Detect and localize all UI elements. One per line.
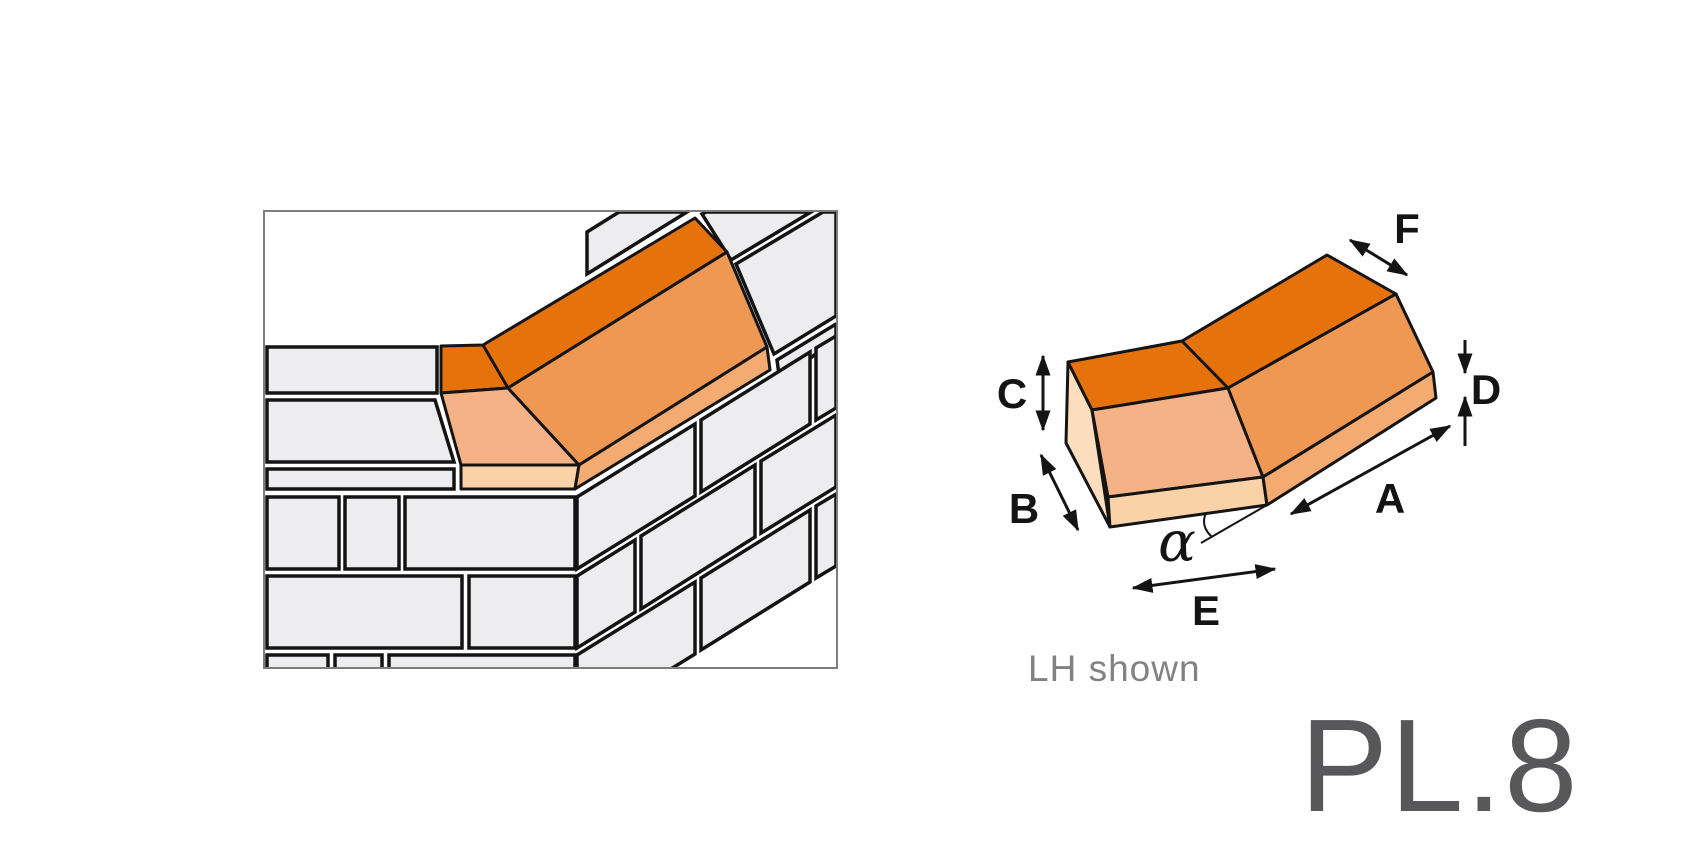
grey-brick [759, 412, 836, 537]
dimension-annotations: C B F A E D α [997, 205, 1501, 634]
diagram-svg: C B F A E D α [997, 205, 1501, 634]
dimension-arrow-e [1131, 564, 1277, 593]
left-wall-face [265, 345, 577, 667]
dimension-arrow-b [1039, 453, 1080, 532]
grey-brick [575, 536, 637, 652]
grey-brick [265, 653, 330, 667]
variant-note: LH shown [1028, 648, 1201, 689]
grey-brick [699, 506, 812, 654]
grey-brick [814, 491, 836, 582]
dim-label-a: A [1375, 475, 1405, 522]
dim-label-e: E [1192, 587, 1220, 634]
wall-corner-illustration [263, 210, 838, 669]
grey-plinth-slope-band [265, 398, 457, 464]
dim-label-alpha: α [1158, 510, 1196, 575]
grey-brick [467, 574, 577, 650]
grey-brick [343, 495, 401, 571]
grey-brick [575, 578, 697, 667]
dim-label-c: C [997, 370, 1027, 417]
grey-brick [403, 495, 577, 571]
right-wall-face [575, 212, 836, 667]
grey-brick [639, 461, 757, 613]
dimension-arrow-a [1289, 424, 1452, 516]
plinth-fold-line [481, 344, 510, 389]
wall-svg [265, 212, 836, 667]
dim-label-f: F [1394, 205, 1420, 252]
grey-plinth-slope-band [733, 212, 836, 357]
plinth-return-brick [439, 216, 772, 491]
grey-brick [814, 333, 836, 424]
grey-brick [265, 495, 341, 571]
plinth-base-right [573, 345, 772, 491]
dim-label-d: D [1471, 366, 1501, 413]
grey-brick [333, 653, 384, 667]
dimension-arrow-f [1348, 238, 1409, 277]
dim-label-b: B [1009, 485, 1039, 532]
grey-brick [575, 420, 697, 573]
plinth-base-left [459, 463, 581, 491]
brick-fold-line [1180, 339, 1230, 390]
grey-brick [265, 574, 464, 650]
grey-brick [585, 212, 691, 278]
angle-arc [1203, 512, 1213, 538]
brick-dimension-diagram: C B F A E D α [920, 190, 1520, 720]
grey-brick [699, 348, 812, 496]
product-code: PL.8 [1300, 692, 1580, 839]
grey-brick [387, 653, 577, 667]
grey-brick [265, 345, 439, 395]
grey-plinth-base-strip [265, 467, 456, 491]
